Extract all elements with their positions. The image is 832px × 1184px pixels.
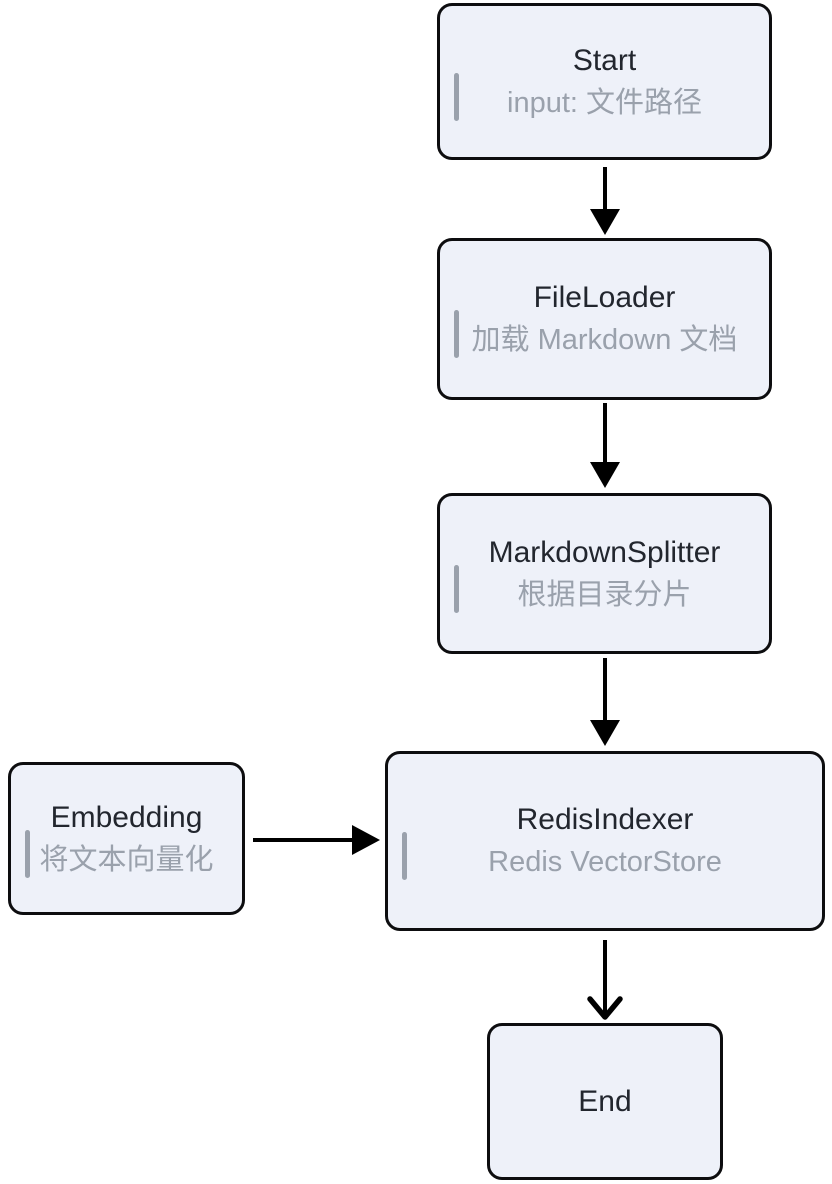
node-title: End	[578, 1084, 632, 1118]
edge-start-fileloader	[590, 167, 620, 235]
subtitle-accent-bar	[25, 829, 30, 878]
node-embedding: Embedding 将文本向量化	[8, 762, 245, 915]
node-end: End	[487, 1023, 723, 1180]
node-title: Embedding	[50, 800, 203, 834]
subtitle-accent-bar	[454, 310, 459, 358]
subtitle-accent-bar	[454, 564, 459, 613]
node-redisindexer: RedisIndexer Redis VectorStore	[385, 751, 825, 931]
edge-markdownsplitter-redisindexer	[590, 658, 620, 746]
node-title: FileLoader	[533, 281, 676, 315]
node-fileloader: FileLoader 加载 Markdown 文档	[437, 238, 772, 400]
node-start: Start input: 文件路径	[437, 3, 772, 160]
subtitle-accent-bar	[454, 72, 459, 121]
node-subtitle: Redis VectorStore	[488, 846, 722, 879]
node-subtitle: 加载 Markdown 文档	[471, 324, 738, 357]
node-title: RedisIndexer	[516, 803, 694, 837]
node-title: Start	[572, 43, 637, 77]
edge-embedding-redisindexer	[253, 825, 380, 855]
subtitle-accent-bar	[402, 832, 407, 880]
node-subtitle: 根据目录分片	[517, 578, 692, 611]
edge-redisindexer-end	[587, 940, 623, 1020]
node-markdownsplitter: MarkdownSplitter 根据目录分片	[437, 493, 772, 654]
node-title: MarkdownSplitter	[488, 535, 721, 569]
node-subtitle: 将文本向量化	[39, 843, 214, 876]
edge-fileloader-markdownsplitter	[590, 403, 620, 488]
node-subtitle: input: 文件路径	[507, 86, 702, 119]
